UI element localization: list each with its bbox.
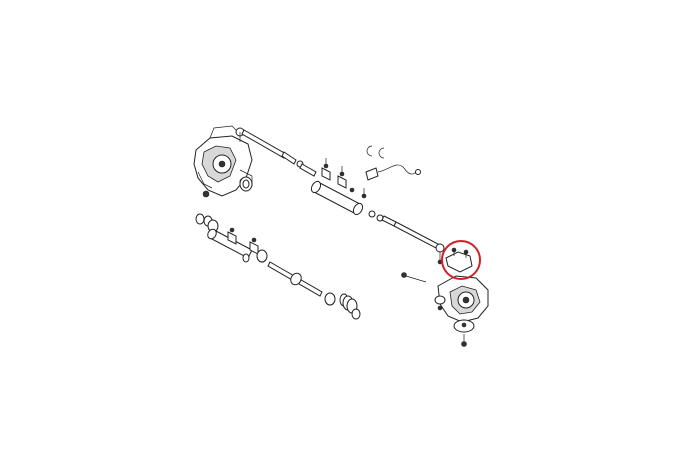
piston-rod[interactable] (267, 261, 323, 297)
knuckle-lower-nut[interactable] (437, 305, 443, 311)
left-knuckle-bushing[interactable] (239, 176, 253, 192)
seal-kit-left[interactable] (195, 213, 219, 233)
cylinder-upper-end-fittings[interactable] (368, 210, 397, 227)
tie-rod-upper-joint[interactable] (281, 151, 317, 177)
kingpin-bolt[interactable] (401, 272, 427, 283)
tie-rod-upper[interactable] (235, 127, 287, 159)
highlight-circle (441, 240, 481, 280)
steering-cylinder-upper[interactable] (310, 158, 367, 216)
tie-rod-lower[interactable] (393, 221, 445, 265)
steering-cylinder-lower[interactable] (206, 227, 259, 259)
right-knuckle-housing[interactable] (434, 275, 489, 323)
seal-kit-right[interactable] (324, 292, 361, 320)
speed-sensor-cable[interactable] (365, 164, 421, 181)
knuckle-hub-plate[interactable] (453, 319, 475, 333)
retaining-clips[interactable] (366, 145, 385, 159)
left-knuckle-nut[interactable] (202, 190, 210, 198)
knuckle-lower-bolt[interactable] (461, 334, 467, 347)
cylinder-lower-seals[interactable] (242, 249, 268, 263)
sensor-bracket-plate[interactable] (445, 247, 473, 273)
